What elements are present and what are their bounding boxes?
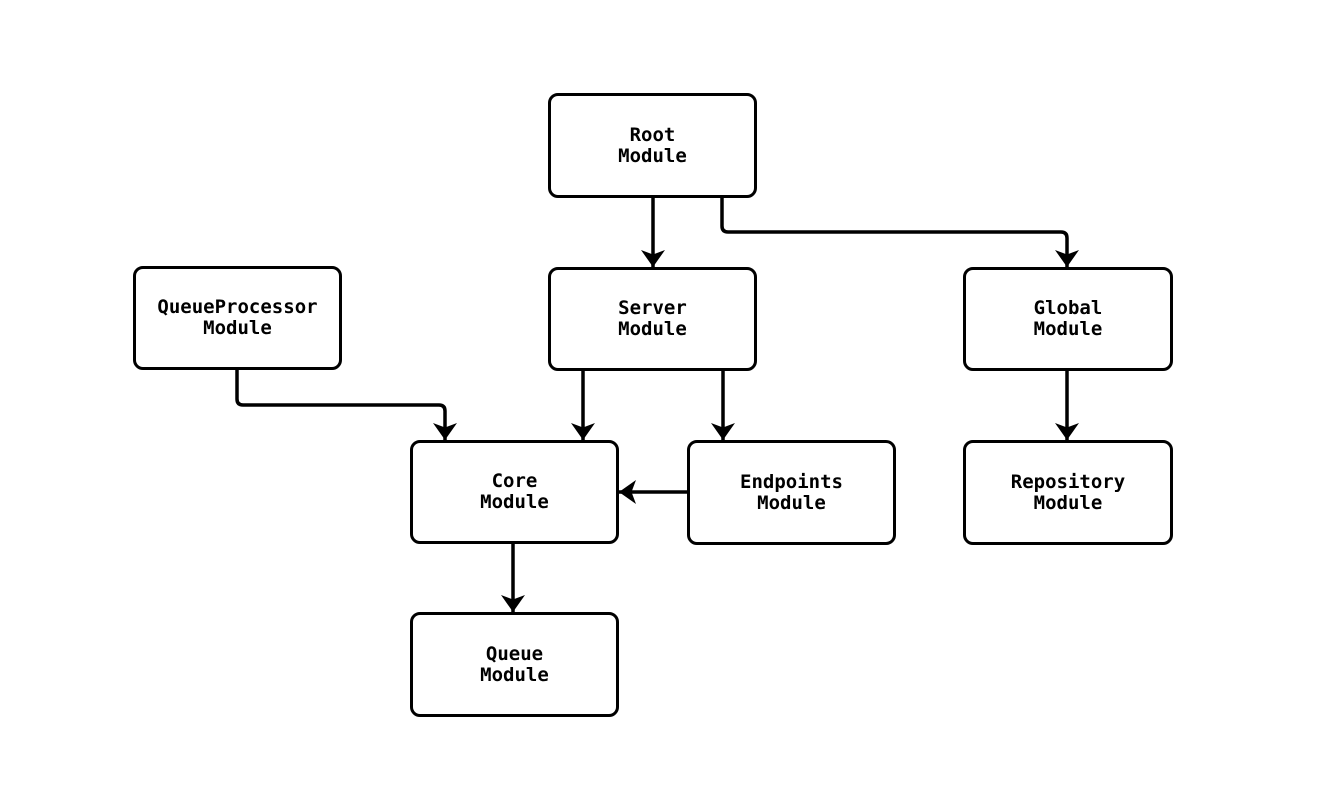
arrowhead-global-to-repository xyxy=(1055,423,1079,440)
node-label-line1: Core xyxy=(491,470,538,492)
node-label-line1: Endpoints xyxy=(740,470,843,493)
node-label-line1: Repository xyxy=(1010,470,1126,493)
arrowhead-queueprocessor-to-core xyxy=(433,423,457,440)
arrowhead-endpoints-to-core xyxy=(619,480,636,504)
node-label-line1: Server xyxy=(618,297,687,319)
node-label-line2: Module xyxy=(480,663,549,686)
node-label-line1: Root xyxy=(629,123,676,146)
node-label-line2: Module xyxy=(1033,318,1103,340)
edge-root-to-global xyxy=(720,198,1069,267)
node-label-line2: Module xyxy=(757,491,826,514)
edge-queueprocessor-to-core xyxy=(235,370,447,440)
arrowhead-server-to-core xyxy=(571,423,595,440)
node-label-line2: Module xyxy=(203,317,272,339)
node-label-line2: Module xyxy=(618,318,687,340)
node-label-line2: Module xyxy=(480,491,549,513)
arrowhead-core-to-queue xyxy=(501,595,525,612)
node-label-line1: QueueProcessor xyxy=(157,296,318,318)
node-label-line1: Global xyxy=(1033,297,1103,319)
arrowhead-root-to-global xyxy=(1055,250,1079,267)
node-label-line2: Module xyxy=(618,144,687,167)
arrowhead-root-to-server xyxy=(641,250,665,267)
arrowhead-server-to-endpoints xyxy=(711,423,735,440)
node-label-line1: Queue xyxy=(485,642,544,665)
node-label-line2: Module xyxy=(1033,491,1103,514)
